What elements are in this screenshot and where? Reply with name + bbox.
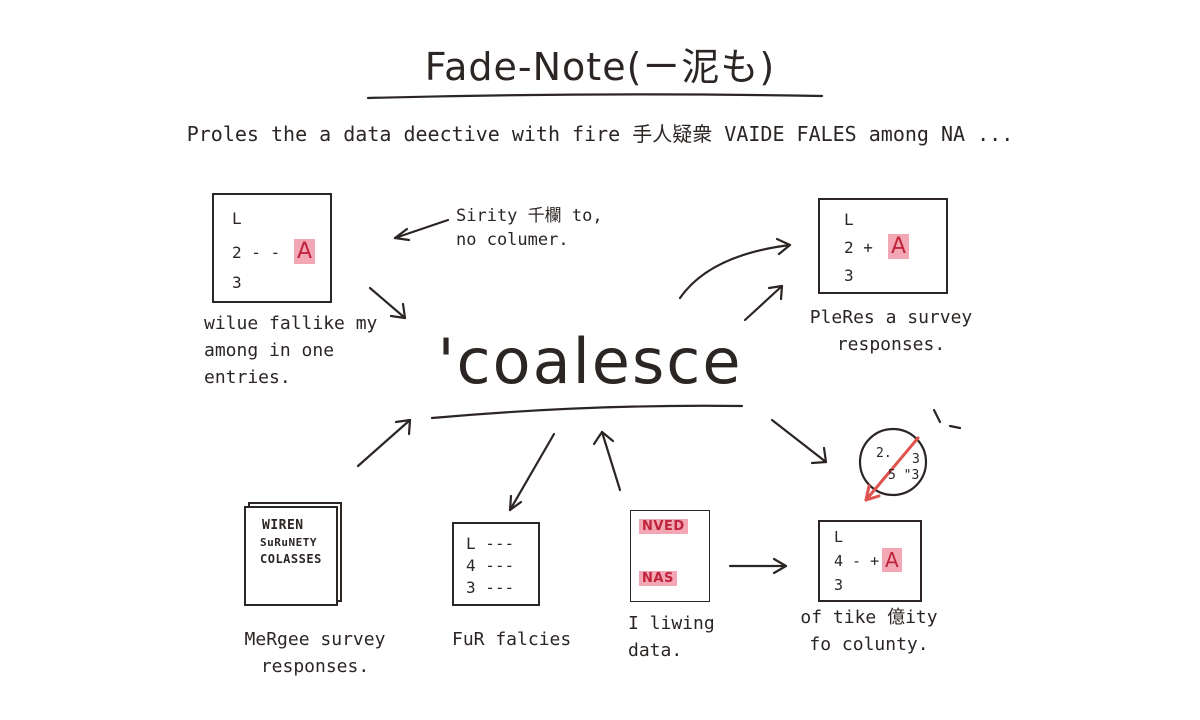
paper-line-3: COLASSES [260,552,322,566]
arrow-topleft-to-center [368,286,407,320]
center-underline [430,404,744,420]
red-slash [864,436,920,502]
circle-number-5: 5 "3 [888,468,920,483]
arrow-center-to-bottommid [508,432,556,512]
circle-number-3: 3 [912,452,920,467]
card-line-2: 2 + [844,238,873,257]
arrow-center-to-bottomright [770,418,828,464]
card-line-3: 3 [834,576,844,594]
tag-nas: NAS [639,571,677,586]
card-bottom-na: NVED NAS [630,510,710,602]
card-line-3: 3 [232,273,242,292]
arrow-bottomleft-to-center [356,418,412,468]
card-bottom-right: L 4 - + A 3 [818,520,922,602]
card-line-2: 4 - + [834,552,880,570]
paper-line-1: WIREN [262,518,304,533]
card-line-2: 4 --- [466,556,515,575]
arrow-curve-to-topright [678,243,792,300]
caption-bottom-mid: FuR falcies [452,629,572,650]
caption-bottom-right: of tike 億ity fo colunty. [800,607,938,655]
caption-top-left: wilue fallike my among in one entries. [204,313,378,388]
arrow-center-to-topright [743,284,784,322]
card-bottom-mid: L --- 4 --- 3 --- [452,522,540,606]
tag-nved: NVED [639,519,688,534]
card-line-1: L --- [466,534,515,553]
circle-number-2: 2. [876,446,892,461]
top-note-line2: no columer. [456,230,569,250]
title-underline [366,93,824,100]
caption-bottom-na: I liwing data. [628,613,715,661]
top-note: Sirity 千欄 to, no columer. [456,204,603,252]
arrow-na-to-center [600,430,622,492]
card-line-1: L [834,528,844,546]
circle-mark [858,427,928,497]
badge-a: A [882,548,902,572]
card-bottom-left: WIREN SuRuNETY COLASSES [244,506,338,606]
badge-a: A [294,239,316,264]
page-subtitle: Proles the a data deective with fire 手人疑… [186,122,1014,146]
card-line-1: L [844,210,854,229]
card-line-3: 3 [844,266,854,285]
card-line-2: 2 - - [232,243,281,262]
center-keyword: 'coalesce [437,325,743,398]
page-title: Fade-Note(ㄧ泥も) [424,45,776,89]
badge-a: A [888,234,910,259]
card-top-left: L 2 - - A 3 [212,193,332,303]
card-line-3: 3 --- [466,578,515,597]
caption-bottom-left: MeRgee survey responses. [244,629,386,677]
arrow-note-to-card [393,218,450,240]
top-note-line1: Sirity 千欄 to, [456,206,603,226]
card-line-1: L [232,209,242,228]
paper-line-2: SuRuNETY [260,536,317,549]
caption-top-right: PleRes a survey responses. [809,307,973,355]
card-top-right: L 2 + A 3 [818,198,948,294]
